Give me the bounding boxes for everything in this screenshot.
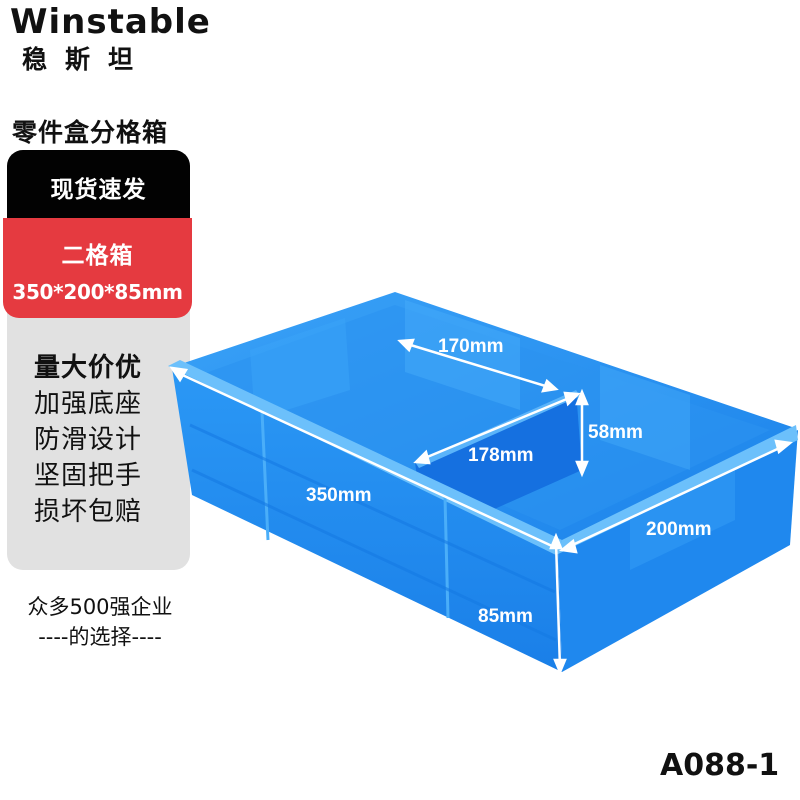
feature-list: 量大价优 加强底座 防滑设计 坚固把手 损坏包赔: [34, 350, 142, 530]
feature-item: 加强底座: [34, 389, 143, 419]
brand-logo-chinese: 稳斯坦: [22, 45, 152, 74]
slogan: 众多500强企业 ----的选择----: [0, 592, 200, 652]
model-number: A088-1: [660, 748, 780, 783]
stock-badge: 现货速发: [7, 150, 190, 225]
variant-label: 二格箱: [61, 243, 134, 269]
stock-badge-label: 现货速发: [50, 177, 147, 203]
product-category-title: 零件盒分格箱: [12, 118, 169, 147]
feature-item: 损坏包赔: [34, 497, 143, 527]
feature-item: 量大价优: [34, 353, 143, 383]
dim-label-length: 350mm: [306, 485, 372, 506]
brand-logo-english: Winstable: [10, 2, 211, 42]
variant-badge: 二格箱 350*200*85mm: [3, 218, 192, 318]
feature-item: 坚固把手: [34, 461, 143, 491]
slogan-line-1: 众多500强企业: [27, 595, 173, 619]
dim-label-compartment-width: 170mm: [438, 336, 504, 357]
dim-label-height: 85mm: [478, 606, 533, 627]
dim-label-divider-length: 178mm: [468, 445, 534, 466]
slogan-line-2: ----的选择----: [38, 625, 162, 649]
dim-label-divider-height: 58mm: [588, 422, 643, 443]
dim-label-width: 200mm: [646, 519, 712, 540]
feature-item: 防滑设计: [34, 425, 143, 455]
dimensions-label: 350*200*85mm: [12, 280, 183, 304]
